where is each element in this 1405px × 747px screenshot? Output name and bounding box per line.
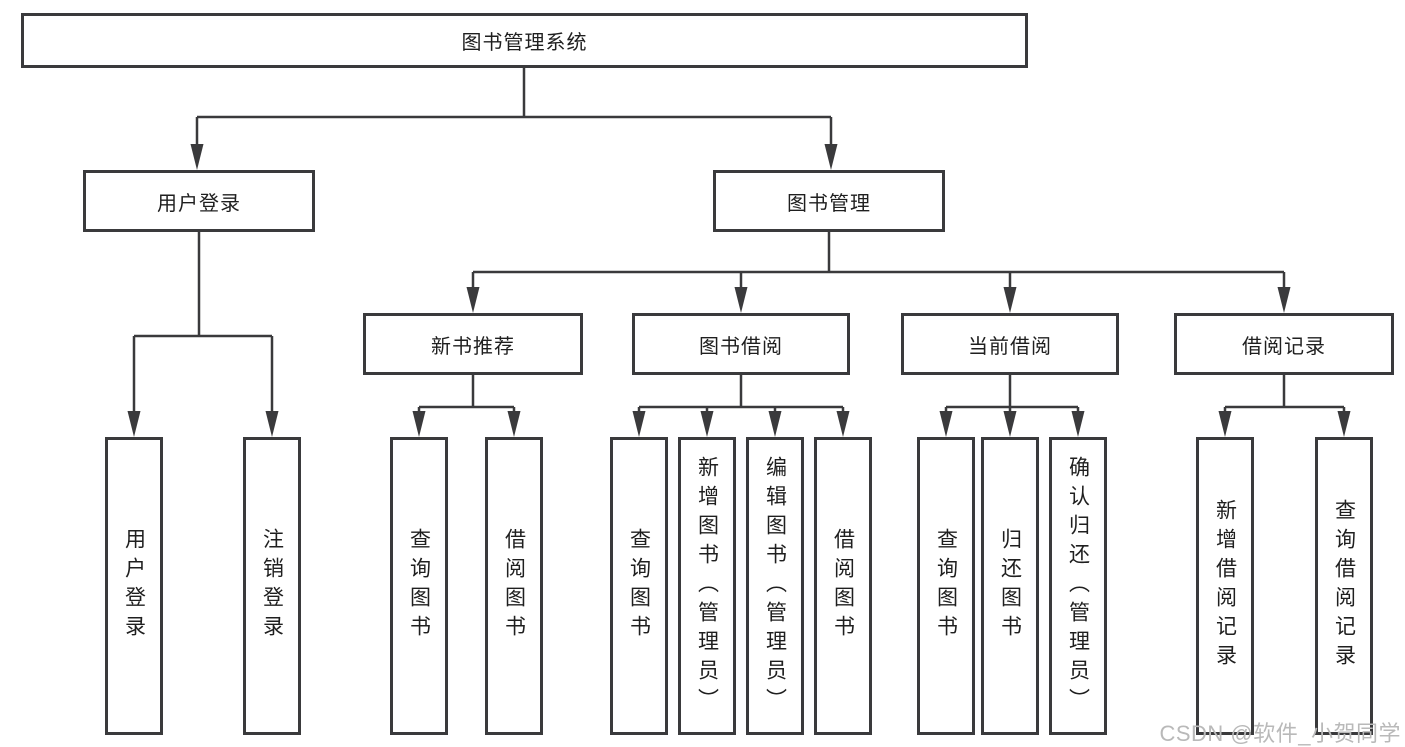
- leaf-user-login: 用户登录: [105, 437, 163, 735]
- node-user-login-label: 用户登录: [157, 192, 241, 215]
- leaf-borrow-book-2-label: 借阅图书: [831, 528, 855, 644]
- leaf-borrow-book-1: 借阅图书: [485, 437, 543, 735]
- node-new-book-rec-label: 新书推荐: [431, 335, 515, 358]
- leaf-edit-book: 编辑图书（管理员）: [746, 437, 804, 735]
- leaf-borrow-book-2: 借阅图书: [814, 437, 872, 735]
- node-new-book-rec: 新书推荐: [363, 313, 583, 375]
- node-root-label: 图书管理系统: [461, 32, 588, 54]
- node-root: 图书管理系统: [21, 13, 1028, 68]
- node-book-mgmt: 图书管理: [713, 170, 945, 232]
- leaf-logout: 注销登录: [243, 437, 301, 735]
- node-borrow-record: 借阅记录: [1174, 313, 1394, 375]
- node-user-login: 用户登录: [83, 170, 315, 232]
- node-book-mgmt-label: 图书管理: [787, 192, 871, 215]
- node-book-borrow: 图书借阅: [632, 313, 850, 375]
- leaf-query-book-2: 查询图书: [610, 437, 668, 735]
- leaf-add-record-label: 新增借阅记录: [1213, 499, 1237, 673]
- leaf-confirm-return: 确认归还（管理员）: [1049, 437, 1107, 735]
- leaf-query-book-1-label: 查询图书: [407, 528, 431, 644]
- leaf-add-book-label: 新增图书（管理员）: [695, 455, 719, 717]
- leaf-query-book-3: 查询图书: [917, 437, 975, 735]
- leaf-query-record: 查询借阅记录: [1315, 437, 1373, 735]
- leaf-query-book-2-label: 查询图书: [627, 528, 651, 644]
- node-current-borrow: 当前借阅: [901, 313, 1119, 375]
- leaf-add-book: 新增图书（管理员）: [678, 437, 736, 735]
- leaf-query-book-3-label: 查询图书: [934, 528, 958, 644]
- leaf-edit-book-label: 编辑图书（管理员）: [763, 455, 787, 717]
- leaf-return-book: 归还图书: [981, 437, 1039, 735]
- leaf-logout-label: 注销登录: [260, 528, 284, 644]
- node-borrow-record-label: 借阅记录: [1242, 335, 1326, 358]
- node-current-borrow-label: 当前借阅: [968, 335, 1052, 358]
- leaf-confirm-return-label: 确认归还（管理员）: [1066, 455, 1090, 717]
- leaf-borrow-book-1-label: 借阅图书: [502, 528, 526, 644]
- leaf-query-book-1: 查询图书: [390, 437, 448, 735]
- leaf-add-record: 新增借阅记录: [1196, 437, 1254, 735]
- leaf-user-login-label: 用户登录: [122, 528, 146, 644]
- leaf-return-book-label: 归还图书: [998, 528, 1022, 644]
- arrowheads: [127, 144, 1351, 437]
- node-book-borrow-label: 图书借阅: [699, 335, 783, 358]
- leaf-query-record-label: 查询借阅记录: [1332, 499, 1356, 673]
